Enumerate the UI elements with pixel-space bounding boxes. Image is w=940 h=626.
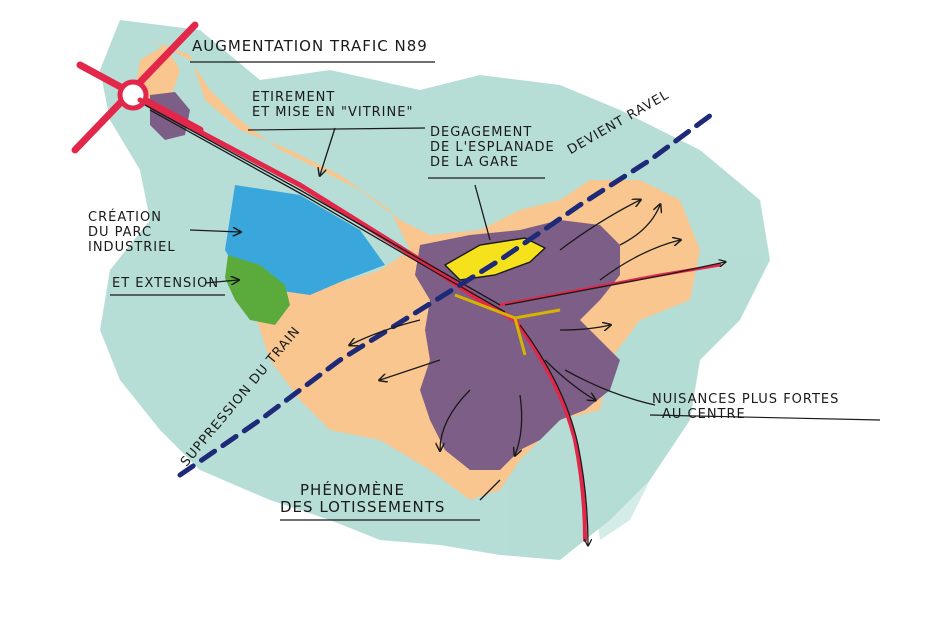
label-nuisances-line1: NUISANCES PLUS FORTES [652, 392, 840, 407]
label-creation-line2: DU PARC [88, 225, 153, 240]
label-creation-line1: CRÉATION [88, 210, 162, 225]
label-degagement-line3: DE LA GARE [430, 155, 520, 170]
label-degagement: DEGAGEMENT DE L'ESPLANADE DE LA GARE [430, 125, 555, 170]
label-nuisances: NUISANCES PLUS FORTES AU CENTRE [652, 392, 839, 422]
label-phenomene-line2: DES LOTISSEMENTS [280, 498, 446, 516]
extension-area [225, 255, 290, 325]
label-extension: ET EXTENSION [112, 276, 220, 291]
label-underlines [110, 61, 881, 521]
central-hatched-crossing [454, 293, 561, 356]
leader-lines [189, 127, 656, 501]
diffusion-arrows [350, 200, 680, 455]
ink-route-lines [144, 104, 725, 545]
roundabout [117, 79, 149, 111]
label-degagement-line2: DE L'ESPLANADE [430, 140, 555, 155]
label-etirement: ETIREMENT ET MISE EN "VITRINE" [252, 90, 413, 120]
label-etirement-line1: ETIREMENT [252, 90, 336, 105]
label-phenomene-line1: PHÉNOMÈNE [300, 481, 405, 499]
rail-line [177, 109, 718, 478]
label-augmentation-trafic: AUGMENTATION TRAFIC N89 [192, 37, 428, 55]
label-phenomene: PHÉNOMÈNE DES LOTISSEMENTS [280, 481, 445, 516]
label-creation-parc: CRÉATION DU PARC INDUSTRIEL [88, 210, 176, 255]
label-etirement-line2: ET MISE EN "VITRINE" [252, 105, 414, 120]
industrial-park-area [225, 185, 385, 295]
red-route [137, 97, 722, 542]
label-nuisances-line2: AU CENTRE [662, 407, 746, 422]
label-degagement-line1: DEGAGEMENT [430, 125, 533, 140]
label-creation-line3: INDUSTRIEL [88, 240, 176, 255]
